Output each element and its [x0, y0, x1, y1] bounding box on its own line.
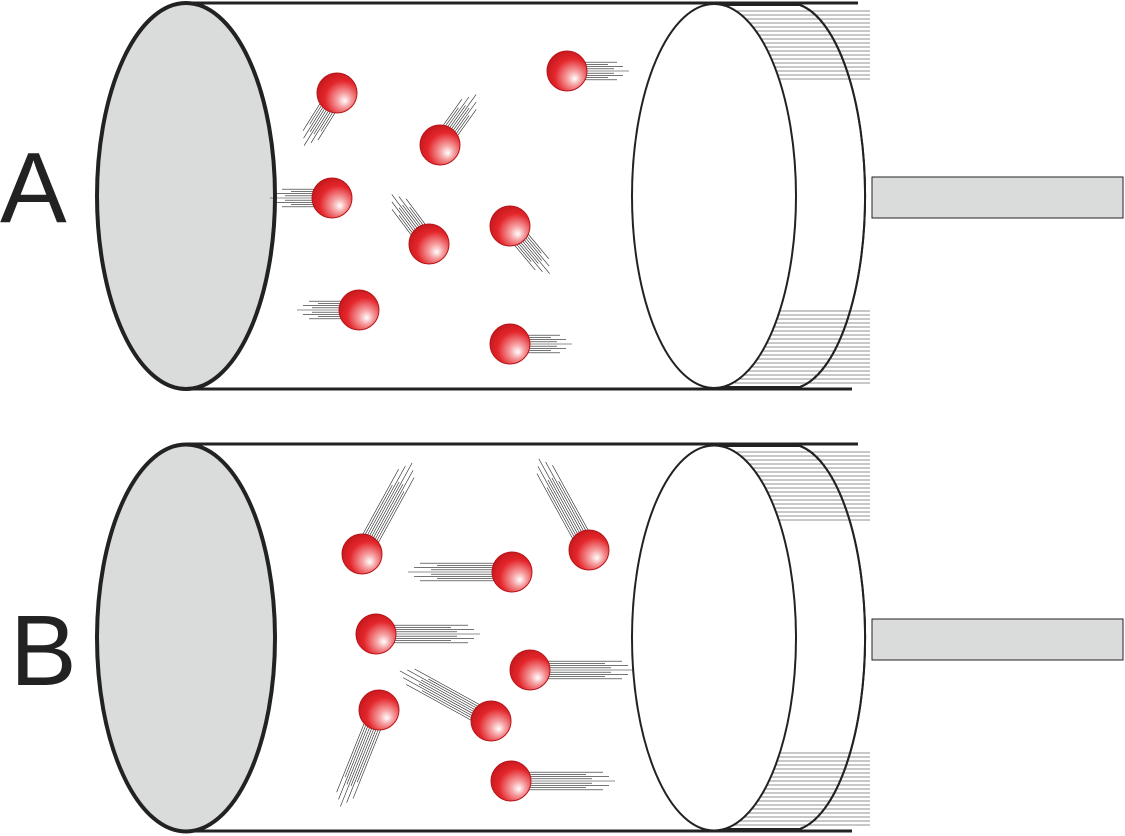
gas-particle-icon: [509, 649, 634, 691]
gas-particle-icon: [489, 205, 550, 274]
gas-particle-icon: [270, 177, 353, 219]
motion-trail: [524, 334, 572, 354]
gas-particle: [419, 124, 461, 166]
motion-trail: [544, 660, 634, 680]
gas-particle: [568, 529, 610, 571]
piston-icon: [631, 444, 870, 832]
piston-rod-icon: [871, 618, 1124, 661]
motion-trail: [525, 771, 615, 791]
motion-trail: [297, 300, 345, 320]
motion-trail: [408, 562, 498, 582]
gas-particle: [311, 177, 353, 219]
gas-particle: [470, 700, 512, 742]
gas-particle-icon: [419, 94, 477, 166]
cylinder-icon: [95, 442, 858, 834]
cylinder-end-cap: [95, 1, 277, 391]
gas-particle: [341, 533, 383, 575]
piston-face: [631, 3, 797, 389]
gas-particle: [355, 613, 397, 655]
gas-particle-icon: [341, 462, 415, 575]
gas-particle: [408, 223, 450, 265]
cylinder-icon: [95, 1, 858, 391]
motion-trail: [336, 719, 383, 807]
gas-particle: [490, 760, 532, 802]
gas-particle-icon: [355, 613, 480, 655]
motion-trail: [270, 188, 318, 208]
gas-particle: [358, 689, 400, 731]
panel-b-label: B: [10, 595, 77, 707]
gas-particle-icon: [391, 194, 450, 265]
motion-trail: [581, 61, 629, 81]
gas-particle-icon: [399, 668, 512, 742]
panel-b: B: [10, 442, 1124, 834]
gas-particle: [316, 72, 358, 114]
motion-trail: [390, 624, 480, 644]
gas-particle-icon: [336, 689, 400, 807]
gas-particle-icon: [546, 50, 629, 92]
cylinder-end-cap: [95, 442, 277, 834]
piston-face: [631, 444, 797, 832]
gas-particle: [338, 289, 380, 331]
panel-a-label: A: [0, 132, 67, 244]
motion-trail: [536, 458, 591, 543]
panel-a: A: [0, 1, 1124, 391]
gas-particle-icon: [408, 551, 533, 593]
piston-icon: [631, 3, 870, 389]
gas-particle-icon: [490, 760, 615, 802]
gas-particle-icon: [489, 323, 572, 365]
gas-particles: [270, 50, 629, 365]
gas-particles: [336, 458, 634, 807]
gas-particle-icon: [302, 72, 358, 146]
gas-particle-icon: [536, 458, 610, 571]
gas-particle-icon: [297, 289, 380, 331]
piston-rod-icon: [871, 176, 1124, 219]
piston-rod: [871, 176, 1124, 219]
gas-particle: [491, 551, 533, 593]
motion-trail: [360, 462, 415, 547]
motion-trail: [399, 668, 484, 723]
gas-particle: [489, 205, 531, 247]
gas-particle: [509, 649, 551, 691]
gas-particle: [546, 50, 588, 92]
gas-particle: [489, 323, 531, 365]
piston-rod: [871, 618, 1124, 661]
